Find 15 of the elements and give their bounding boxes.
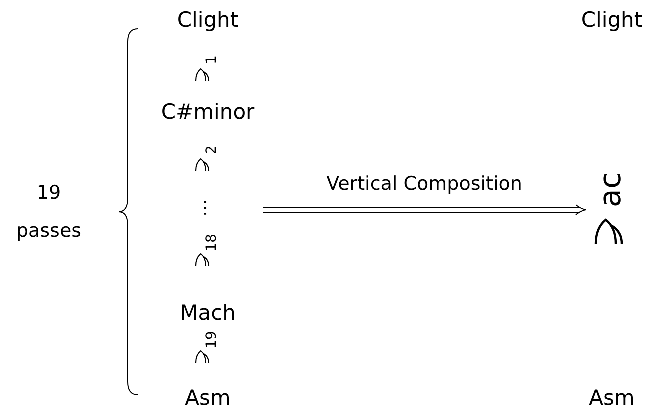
language-label: Clight xyxy=(177,7,239,33)
double-arrow xyxy=(262,204,586,216)
ellipsis: ⋯ xyxy=(196,199,216,217)
subscript-label: 2 xyxy=(204,146,220,154)
subscript-label: ac xyxy=(595,172,628,208)
language-label: Clight xyxy=(581,7,643,33)
language-label: Asm xyxy=(589,385,635,411)
subscript-label: 18 xyxy=(204,234,220,252)
language-label: Mach xyxy=(180,300,236,326)
subscript-label: 19 xyxy=(204,331,220,349)
text-label: 19 passes xyxy=(15,181,83,244)
language-label: C#minor xyxy=(161,99,255,125)
language-label: Asm xyxy=(185,385,231,411)
edge-label: Vertical Composition xyxy=(326,172,522,196)
subscript-label: 1 xyxy=(204,56,220,64)
